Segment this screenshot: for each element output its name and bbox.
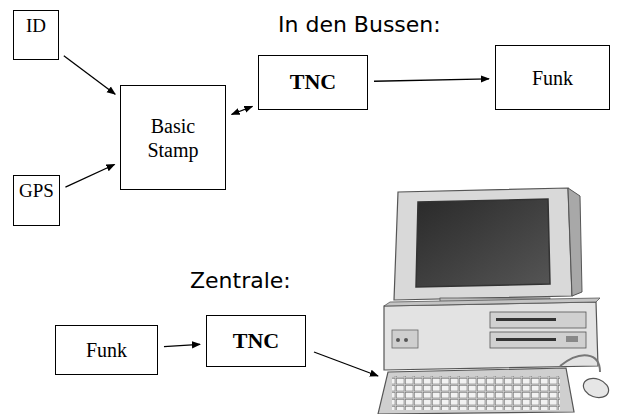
process-box: GPS bbox=[13, 175, 60, 226]
process-box: Funk bbox=[495, 45, 610, 110]
process-box: TNC bbox=[258, 55, 368, 110]
process-box: Basic Stamp bbox=[120, 85, 226, 190]
box-label: TNC bbox=[290, 69, 336, 95]
box-label: GPS bbox=[19, 180, 54, 203]
arrow-connector bbox=[232, 106, 253, 114]
arrow-connector bbox=[164, 344, 200, 346]
process-box: TNC bbox=[206, 315, 306, 367]
arrow-connector bbox=[65, 164, 114, 187]
arrow-connector bbox=[374, 79, 489, 81]
box-label: Funk bbox=[532, 66, 573, 90]
arrow-to-computer bbox=[314, 352, 378, 376]
box-label: TNC bbox=[233, 328, 279, 354]
section-heading: Zentrale: bbox=[190, 268, 291, 293]
box-label: Funk bbox=[86, 338, 127, 362]
box-label: Basic Stamp bbox=[127, 114, 219, 162]
arrow-connector bbox=[64, 56, 115, 94]
box-label: ID bbox=[26, 15, 46, 38]
section-heading: In den Bussen: bbox=[278, 12, 441, 37]
process-box: ID bbox=[13, 10, 59, 60]
process-box: Funk bbox=[55, 325, 158, 375]
